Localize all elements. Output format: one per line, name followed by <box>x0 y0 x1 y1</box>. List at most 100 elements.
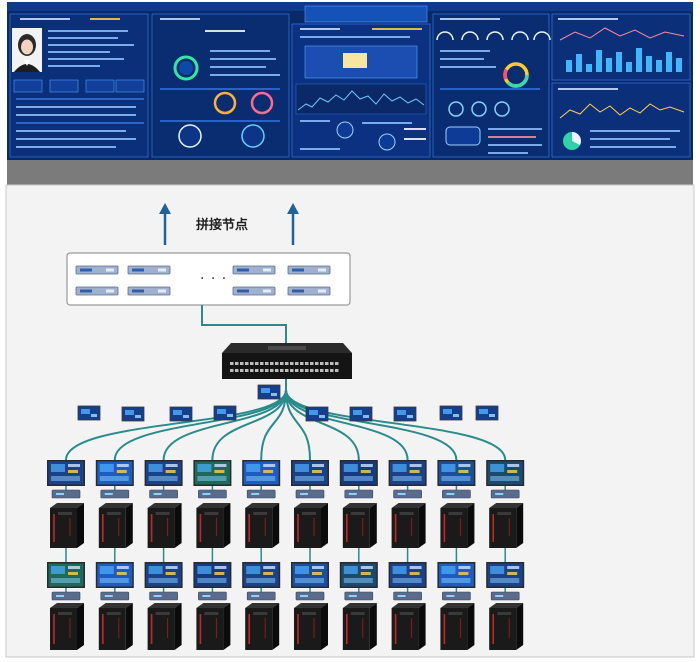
display-cable <box>162 389 287 461</box>
dashboard-text-line <box>488 136 536 138</box>
monitor-content-panel <box>148 566 163 574</box>
switch-port-group <box>230 362 339 372</box>
rack-server-led-strip <box>237 289 249 293</box>
monitor-content-panel <box>490 464 505 472</box>
switch-port <box>245 362 249 365</box>
monitor-content-chart <box>51 578 80 583</box>
dashboard-bar <box>576 54 582 72</box>
switch-port <box>255 369 259 372</box>
switch-port <box>275 369 279 372</box>
monitor-content-panel <box>343 566 358 574</box>
display-thumbnail <box>439 405 463 421</box>
kvm-node-box <box>100 591 130 601</box>
kvm-node-box <box>100 489 130 499</box>
switch-port <box>320 362 324 365</box>
kvm-node-box <box>198 489 227 499</box>
kvm-node-box <box>490 591 520 601</box>
pc-tower-top <box>98 503 133 508</box>
switch-port <box>280 369 284 372</box>
switch-port <box>335 362 339 365</box>
dashboard-text-line <box>488 128 542 130</box>
monitor-content-panel <box>51 464 65 472</box>
switch-port <box>235 362 239 365</box>
display-thumbnail <box>475 405 499 421</box>
switch-port <box>290 362 294 365</box>
display-cable <box>285 389 458 461</box>
display-thumbnail <box>305 406 329 422</box>
monitor-content-line <box>360 470 371 473</box>
monitor-content-line <box>312 464 324 467</box>
rack-server-led-strip <box>132 289 144 293</box>
thumbnail-content <box>397 410 406 415</box>
kvm-node-box <box>344 591 374 601</box>
switch-port <box>335 369 339 372</box>
thumbnail-content <box>217 409 226 414</box>
dashboard-text-line <box>558 88 618 90</box>
kvm-node-led <box>251 595 260 597</box>
pc-tower-drive-bay <box>155 512 170 515</box>
dashboard-bar <box>596 50 602 72</box>
workstation-column <box>388 460 427 650</box>
switch-port <box>235 369 239 372</box>
pc-tower-side <box>174 503 182 548</box>
dashboard-stat-tile <box>49 79 79 93</box>
rack-server-unit <box>232 286 276 296</box>
dashboard-text-line <box>48 58 124 60</box>
rack-server-faceplate <box>106 289 114 293</box>
kvm-node-box <box>149 489 178 499</box>
switch-port <box>325 369 329 372</box>
dashboard-text-line <box>590 138 670 140</box>
switch-port <box>285 362 289 365</box>
pc-tower-side <box>418 603 426 650</box>
output-arrows <box>159 203 299 245</box>
monitor-content-panel <box>392 566 407 574</box>
display-cable <box>285 389 507 461</box>
pc-tower-drive-bay <box>350 612 365 615</box>
gauge-ring-pink <box>250 91 274 115</box>
rack-server-unit <box>127 265 171 275</box>
thumbnail-content <box>453 414 459 417</box>
dashboard-text-line <box>300 148 340 150</box>
display-cable <box>285 389 311 461</box>
monitor-content-chart <box>197 578 227 583</box>
monitor-content-chart <box>295 578 324 583</box>
monitor-content-chart <box>197 476 227 481</box>
monitor-content-line <box>165 470 176 473</box>
switch-port <box>255 362 259 365</box>
workstation-array <box>47 460 525 650</box>
switch-port <box>285 369 289 372</box>
dashboard-text-line <box>558 18 618 20</box>
dashboard-stat-tile <box>85 79 115 93</box>
dashboard-text-line <box>440 18 500 20</box>
center-stat-circle-a <box>336 121 354 139</box>
dashboard-text-line <box>16 98 144 100</box>
workstation-column <box>242 460 281 650</box>
kvm-node-box <box>295 489 325 499</box>
rack-server-led-strip <box>132 268 144 272</box>
monitor-content-panel <box>246 464 261 472</box>
dashboard-title-plate <box>304 5 428 23</box>
pc-tower-top <box>391 503 426 508</box>
switch-port <box>300 362 304 365</box>
pc-tower-top <box>391 603 426 608</box>
splicing-node-box: · · · <box>66 252 351 306</box>
kvm-node-led <box>495 493 504 495</box>
monitor-content-line <box>263 566 276 569</box>
monitor-content-line <box>458 470 469 473</box>
monitor-content-line <box>458 566 471 569</box>
pc-tower-drive-bay <box>399 612 414 615</box>
monitor-content-line <box>116 464 129 467</box>
kvm-node-led <box>251 493 260 495</box>
dashboard-bar <box>676 58 682 72</box>
monitor-content-chart <box>392 476 422 481</box>
pc-tower-drive-bay <box>204 512 219 515</box>
dashboard-text-line <box>205 30 245 32</box>
thumbnail-content <box>183 415 189 418</box>
dashboard-text-line <box>440 50 490 52</box>
switch-port <box>230 369 234 372</box>
dashboard-text-line <box>16 138 136 140</box>
dashboard-text-line <box>16 106 136 108</box>
display-thumbnail <box>393 406 417 422</box>
person-photo <box>12 28 42 72</box>
pie-slice <box>572 132 581 145</box>
